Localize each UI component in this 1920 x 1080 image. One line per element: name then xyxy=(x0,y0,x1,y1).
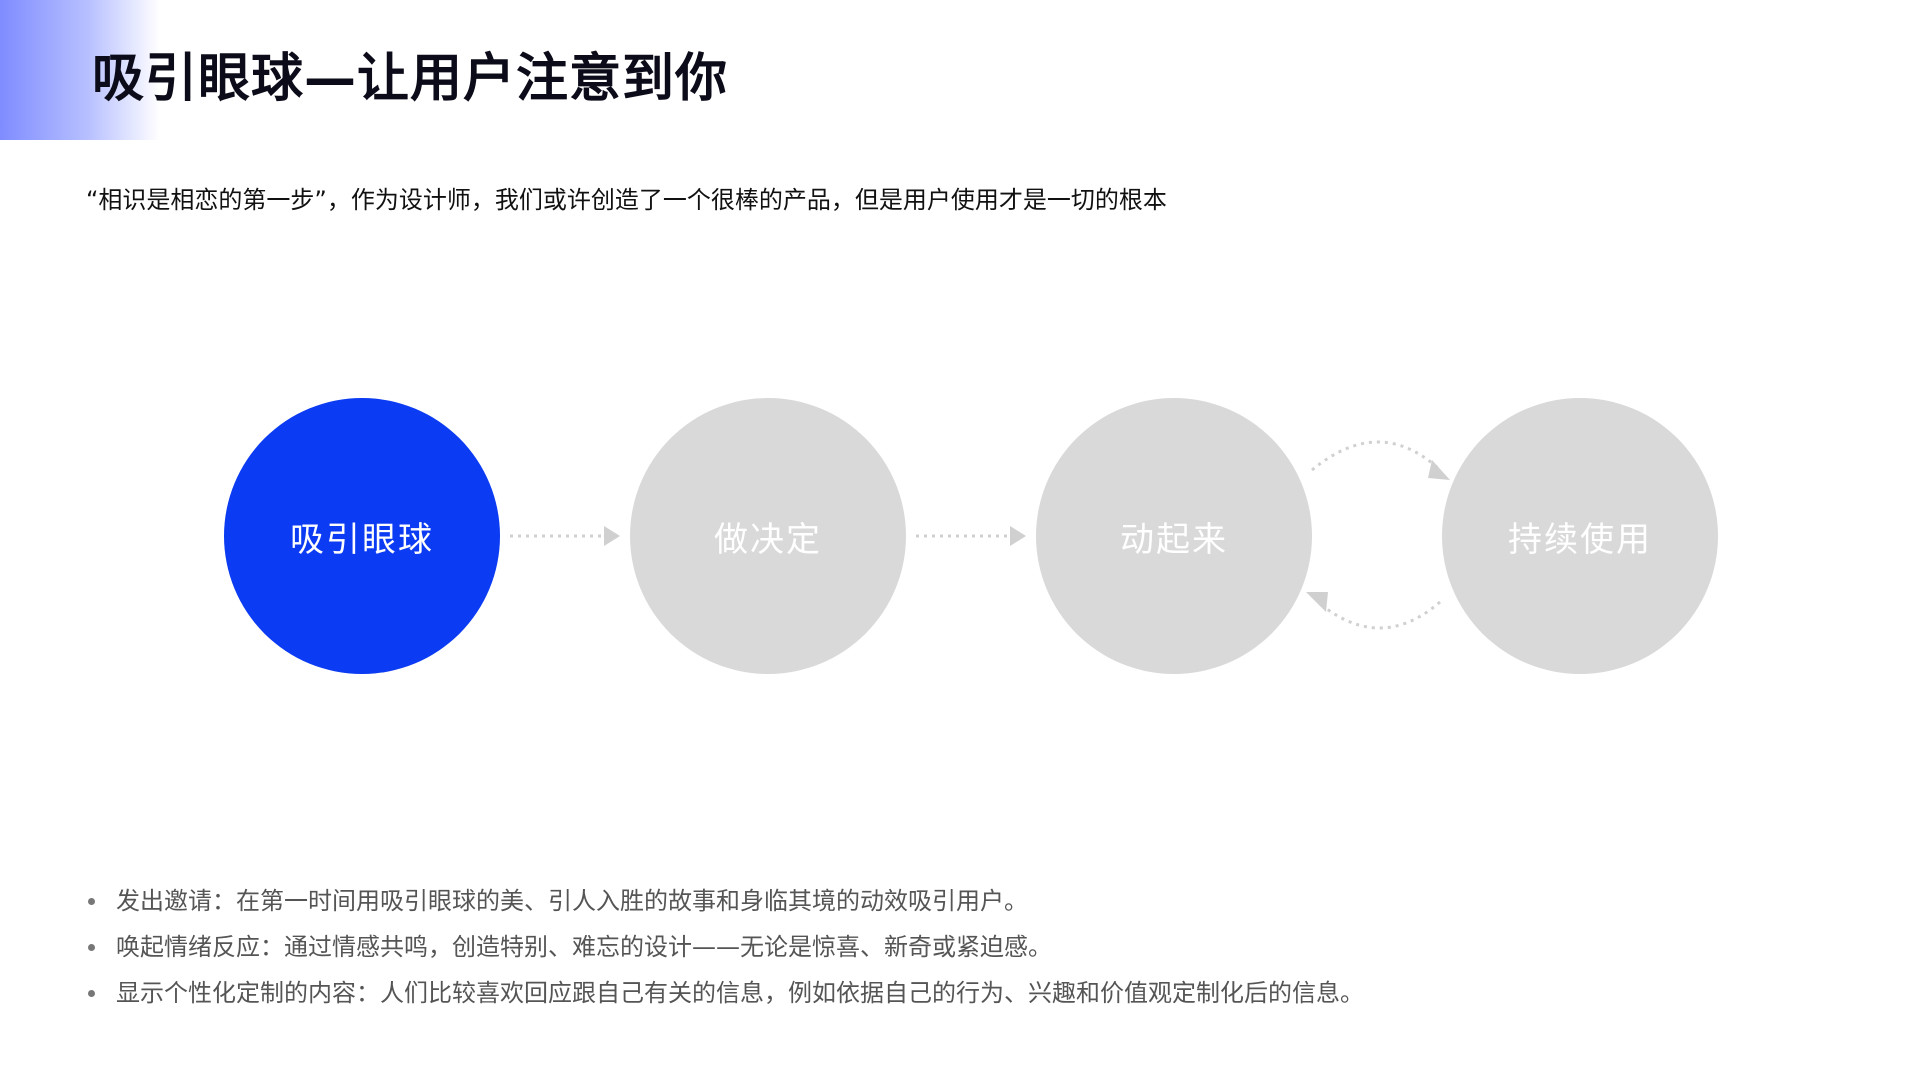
arrowhead-loop-top xyxy=(1428,460,1450,480)
intro-text: “相识是相恋的第一步”，作为设计师，我们或许创造了一个很棒的产品，但是用户使用才… xyxy=(86,186,1167,214)
bullet-list: 发出邀请：在第一时间用吸引眼球的美、引人入胜的故事和身临其境的动效吸引用户。 唤… xyxy=(86,878,1364,1016)
step-attract-attention: 吸引眼球 xyxy=(224,398,500,674)
page-title: 吸引眼球—让用户注意到你 xyxy=(92,49,729,109)
step-take-action: 动起来 xyxy=(1036,398,1312,674)
step-label: 吸引眼球 xyxy=(290,519,434,560)
step-label: 做决定 xyxy=(714,519,822,560)
arrowhead-1-2 xyxy=(604,526,620,546)
step-label: 持续使用 xyxy=(1508,519,1652,560)
bullet-item: 发出邀请：在第一时间用吸引眼球的美、引人入胜的故事和身临其境的动效吸引用户。 xyxy=(86,878,1364,924)
step-keep-using: 持续使用 xyxy=(1442,398,1718,674)
bullet-item: 唤起情绪反应：通过情感共鸣，创造特别、难忘的设计——无论是惊喜、新奇或紧迫感。 xyxy=(86,924,1364,970)
arrowhead-loop-bottom xyxy=(1306,592,1328,612)
arrowhead-2-3 xyxy=(1010,526,1026,546)
loop-arrow-bottom xyxy=(1317,600,1441,630)
step-make-decision: 做决定 xyxy=(630,398,906,674)
loop-arrow-top xyxy=(1311,440,1442,472)
title-accent-block xyxy=(0,0,160,140)
bullet-item: 显示个性化定制的内容：人们比较喜欢回应跟自己有关的信息，例如依据自己的行为、兴趣… xyxy=(86,970,1364,1016)
step-label: 动起来 xyxy=(1120,519,1228,560)
